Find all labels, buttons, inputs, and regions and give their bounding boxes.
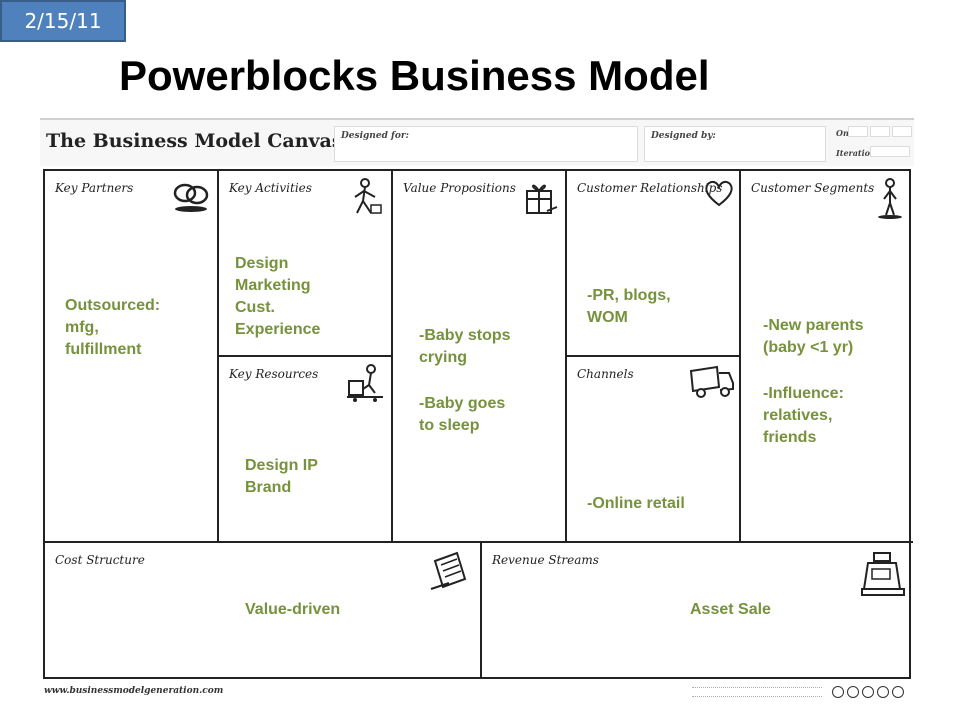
note-line: -Baby stops — [419, 327, 511, 344]
cost-structure-title: Cost Structure — [55, 553, 145, 567]
channels-block: Channels -Online retail — [567, 357, 741, 543]
year-box[interactable] — [892, 126, 912, 137]
note-line: -PR, blogs, — [587, 287, 671, 304]
customer-segments-notes-2: -Influence: relatives, friends — [763, 383, 844, 449]
value-propositions-notes-2: -Baby goes to sleep — [419, 393, 505, 437]
canvas-grid: Key Partners Outsourced: mfg, fulfillmen… — [43, 169, 913, 679]
license-icons — [832, 686, 904, 698]
key-resources-title: Key Resources — [229, 367, 319, 381]
designed-by-field[interactable]: Designed by: — [644, 126, 826, 162]
key-activities-title: Key Activities — [229, 181, 312, 195]
license-fine-print — [692, 687, 822, 697]
note-line: Asset Sale — [690, 601, 771, 618]
worker-icon — [354, 178, 382, 214]
note-line: crying — [419, 349, 468, 366]
person-icon — [878, 178, 902, 219]
note-line: Brand — [245, 479, 292, 496]
revenue-streams-title: Revenue Streams — [492, 553, 599, 567]
value-propositions-notes-1: -Baby stops crying — [419, 325, 511, 369]
iteration-label: Iteration: — [836, 148, 879, 158]
note-line: mfg, — [65, 319, 99, 336]
on-label: On: — [836, 128, 852, 138]
note-line: relatives, — [763, 407, 833, 424]
note-line: Design — [235, 255, 289, 272]
customer-relationships-notes: -PR, blogs, WOM — [587, 285, 671, 329]
designed-for-label: Designed for: — [341, 131, 409, 141]
forklift-worker-icon — [347, 364, 383, 402]
note-line: Marketing — [235, 277, 311, 294]
date-badge: 2/15/11 — [0, 0, 126, 42]
cost-structure-notes: Value-driven — [245, 599, 340, 621]
month-box[interactable] — [870, 126, 890, 137]
note-line: -Online retail — [587, 495, 685, 512]
customer-relationships-title: Customer Relationships — [577, 181, 723, 195]
note-line: fulfillment — [65, 341, 142, 358]
designed-for-field[interactable]: Designed for: — [334, 126, 638, 162]
cash-register-icon — [861, 552, 905, 596]
cost-structure-block: Cost Structure Value-driven — [45, 543, 482, 679]
day-box[interactable] — [848, 126, 868, 137]
note-line: to sleep — [419, 417, 480, 434]
designed-by-label: Designed by: — [651, 131, 716, 141]
note-line: Value-driven — [245, 601, 341, 618]
key-activities-notes: Design Marketing Cust. Experience — [235, 253, 320, 341]
note-line: -Influence: — [763, 385, 844, 402]
attribution-icon — [847, 686, 859, 698]
value-propositions-title: Value Propositions — [403, 181, 516, 195]
note-line: -Baby goes — [419, 395, 506, 412]
note-line: friends — [763, 429, 817, 446]
customer-relationships-block: Customer Relationships -PR, blogs, WOM — [567, 171, 741, 357]
truck-icon — [689, 365, 734, 398]
price-tag-icon — [430, 551, 467, 590]
non-commercial-icon — [877, 686, 889, 698]
note-line: -New parents — [763, 317, 864, 334]
key-resources-block: Key Resources Design IP Brand — [219, 357, 393, 543]
customer-segments-title: Customer Segments — [751, 181, 875, 195]
gift-icon — [526, 184, 558, 214]
canvas-name: The Business Model Canvas — [46, 130, 343, 152]
slide-title: Powerblocks Business Model — [119, 52, 710, 99]
key-activities-block: Key Activities Design Marketing Cust. Ex… — [219, 171, 393, 357]
key-partners-notes: Outsourced: mfg, fulfillment — [65, 295, 160, 361]
channels-title: Channels — [577, 367, 634, 381]
key-resources-notes: Design IP Brand — [245, 455, 318, 499]
note-line: (baby <1 yr) — [763, 339, 854, 356]
key-partners-title: Key Partners — [55, 181, 134, 195]
note-line: Cust. — [235, 299, 275, 316]
revenue-streams-block: Revenue Streams Asset Sale — [482, 543, 913, 679]
share-alike-icon — [862, 686, 874, 698]
note-line: Outsourced: — [65, 297, 161, 314]
channels-notes: -Online retail — [587, 493, 685, 515]
heart-icon — [705, 180, 733, 207]
iteration-box[interactable] — [870, 146, 910, 157]
canvas-footer: www.businessmodelgeneration.com — [40, 684, 914, 702]
value-propositions-block: Value Propositions -Baby stops crying -B… — [393, 171, 567, 543]
canvas-header: The Business Model Canvas Designed for: … — [40, 118, 914, 166]
note-line: WOM — [587, 309, 628, 326]
key-partners-block: Key Partners Outsourced: mfg, fulfillmen… — [45, 171, 219, 543]
revenue-streams-notes: Asset Sale — [690, 599, 771, 621]
customer-segments-block: Customer Segments -New parents (baby <1 … — [741, 171, 913, 543]
note-line: Design IP — [245, 457, 318, 474]
business-model-canvas: The Business Model Canvas Designed for: … — [40, 118, 914, 702]
website-link[interactable]: www.businessmodelgeneration.com — [44, 686, 224, 696]
info-icon — [892, 686, 904, 698]
cc-icon — [832, 686, 844, 698]
chain-links-icon — [173, 183, 209, 212]
customer-segments-notes-1: -New parents (baby <1 yr) — [763, 315, 863, 359]
note-line: Experience — [235, 321, 321, 338]
